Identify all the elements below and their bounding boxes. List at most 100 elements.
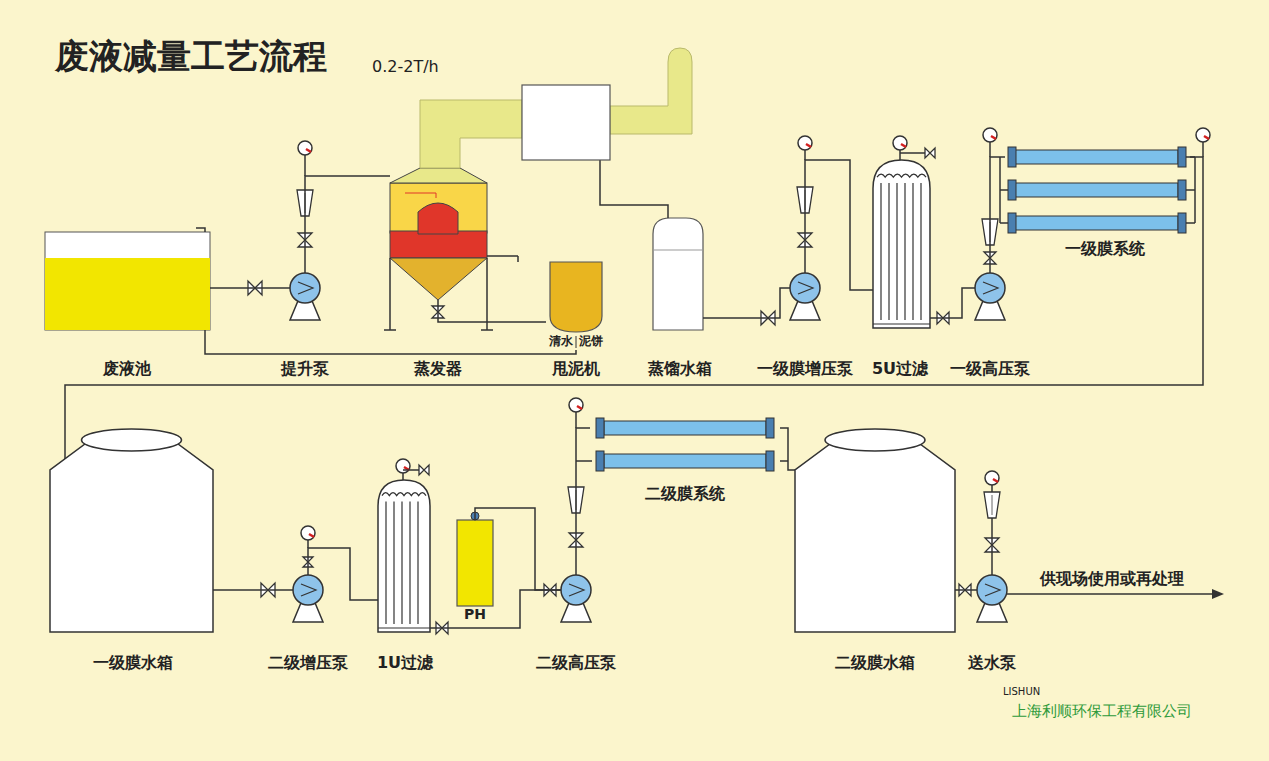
equipment-label: 送水泵 [968, 654, 1016, 672]
high-pressure-pump: 一级高压泵 [975, 273, 1005, 303]
pipe-line [305, 176, 390, 273]
pipe-line [438, 300, 546, 322]
membrane-tube [604, 454, 766, 468]
lift-pump: 提升泵 [290, 273, 320, 303]
pipe-stub [417, 502, 418, 624]
pipe-stub [385, 502, 386, 624]
gauge-needle [806, 144, 811, 147]
pipe-stub [576, 336, 577, 348]
booster-pump: 二级增压泵 [293, 575, 323, 605]
water-tank [50, 444, 213, 632]
equipment-label: 一级膜水箱 [93, 654, 173, 672]
pipe-line [703, 288, 790, 318]
pipe-stub [992, 495, 993, 515]
evaporator: 蒸发器 [390, 168, 487, 300]
membrane-cap [596, 451, 604, 471]
membrane-water-tank: 二级膜水箱 [795, 428, 955, 632]
gauge-needle [993, 479, 998, 482]
pipe-line [430, 590, 561, 628]
equipment-label: 提升泵 [281, 360, 329, 378]
pump-body [977, 575, 1007, 605]
equipment-label: PH [464, 607, 486, 622]
pressure-gauge [569, 398, 583, 412]
pump-impeller [983, 282, 998, 294]
pressure-gauge [893, 136, 907, 150]
pipe-stub [196, 228, 205, 232]
pipe-stub [382, 493, 426, 496]
pool-wall [45, 232, 210, 330]
membrane-system: 一级膜系统 [1005, 142, 1190, 232]
evaporator-upper [390, 183, 487, 233]
equipment-label: 清水 [549, 335, 573, 348]
pressure-gauge [798, 136, 812, 150]
gauge-needle [1204, 136, 1209, 139]
equipment-label: 5U过滤 [872, 360, 928, 378]
steam-duct [420, 100, 522, 168]
pipe-line [780, 428, 795, 470]
cartridge-filter: 1U过滤 [378, 480, 430, 632]
pipe-line [213, 589, 293, 591]
equipment-label: 一级膜系统 [1065, 240, 1145, 258]
pipe-stub [877, 174, 926, 177]
pipe-stub [575, 412, 577, 428]
membrane-tube [1015, 150, 1178, 164]
pressure-gauge [985, 471, 999, 485]
equipment-label: 甩泥机 [552, 360, 600, 378]
pump-impeller [301, 584, 316, 596]
equipment-label: 蒸发器 [414, 360, 462, 378]
equipment-label: 一级膜增压泵 [757, 360, 853, 378]
pipe-line [210, 287, 290, 289]
gauge-needle [991, 136, 996, 139]
equipment-label: 二级膜水箱 [835, 654, 915, 672]
gauge-needle [306, 149, 311, 152]
water-tank [795, 444, 955, 632]
pump-body [561, 575, 591, 605]
ph-dosing: PH [457, 520, 493, 606]
membrane-cap [1008, 147, 1016, 167]
pump-body [790, 273, 820, 303]
ph-dosing-tank [457, 520, 493, 606]
condenser [522, 85, 610, 160]
pipe-stub [888, 183, 889, 320]
high-pressure-pump: 二级高压泵 [561, 575, 591, 605]
pump-impeller [985, 584, 1000, 596]
membrane-cap [1178, 147, 1186, 167]
pipe-line [65, 157, 1203, 428]
flowmeter [984, 492, 1000, 518]
pump-impeller [569, 584, 584, 596]
pipe-stub [653, 250, 703, 251]
evaporator-dome [418, 203, 458, 234]
waste-pool: 废液池 [45, 232, 210, 330]
pool-liquid [45, 258, 210, 330]
pressure-gauge [396, 459, 410, 473]
evaporator-mark [405, 193, 436, 198]
pipe-line [308, 548, 378, 600]
pipe-stub [487, 256, 518, 262]
membrane-water-tank: 一级膜水箱 [50, 428, 213, 632]
pressure-gauge [298, 141, 312, 155]
equipment-label: 蒸馏水箱 [648, 360, 712, 378]
diagram-title: 废液减量工艺流程 [55, 38, 327, 75]
equipment-label: 二级膜系统 [645, 485, 725, 503]
gauge-needle [901, 144, 906, 147]
pipe-stub [912, 183, 913, 320]
pipe-line [930, 288, 975, 318]
membrane-cap [596, 418, 604, 438]
equipment-label: 二级增压泵 [268, 654, 348, 672]
pipe-stub [393, 502, 394, 624]
pressure-gauge [1196, 128, 1210, 142]
tank-lid [82, 429, 182, 451]
valve-symbol [925, 148, 935, 158]
pipe-line [805, 160, 873, 290]
evaporator-roof [390, 168, 487, 183]
exhaust-stack [610, 48, 692, 134]
pressure-gauge [301, 526, 315, 540]
pipe-line [475, 508, 561, 590]
pipe-stub [991, 518, 993, 575]
equipment-label: 二级高压泵 [536, 654, 616, 672]
tank-lid [825, 429, 925, 451]
pipe-stub [378, 627, 430, 628]
pipe-stub [304, 155, 306, 176]
pipe-stub [920, 183, 921, 320]
